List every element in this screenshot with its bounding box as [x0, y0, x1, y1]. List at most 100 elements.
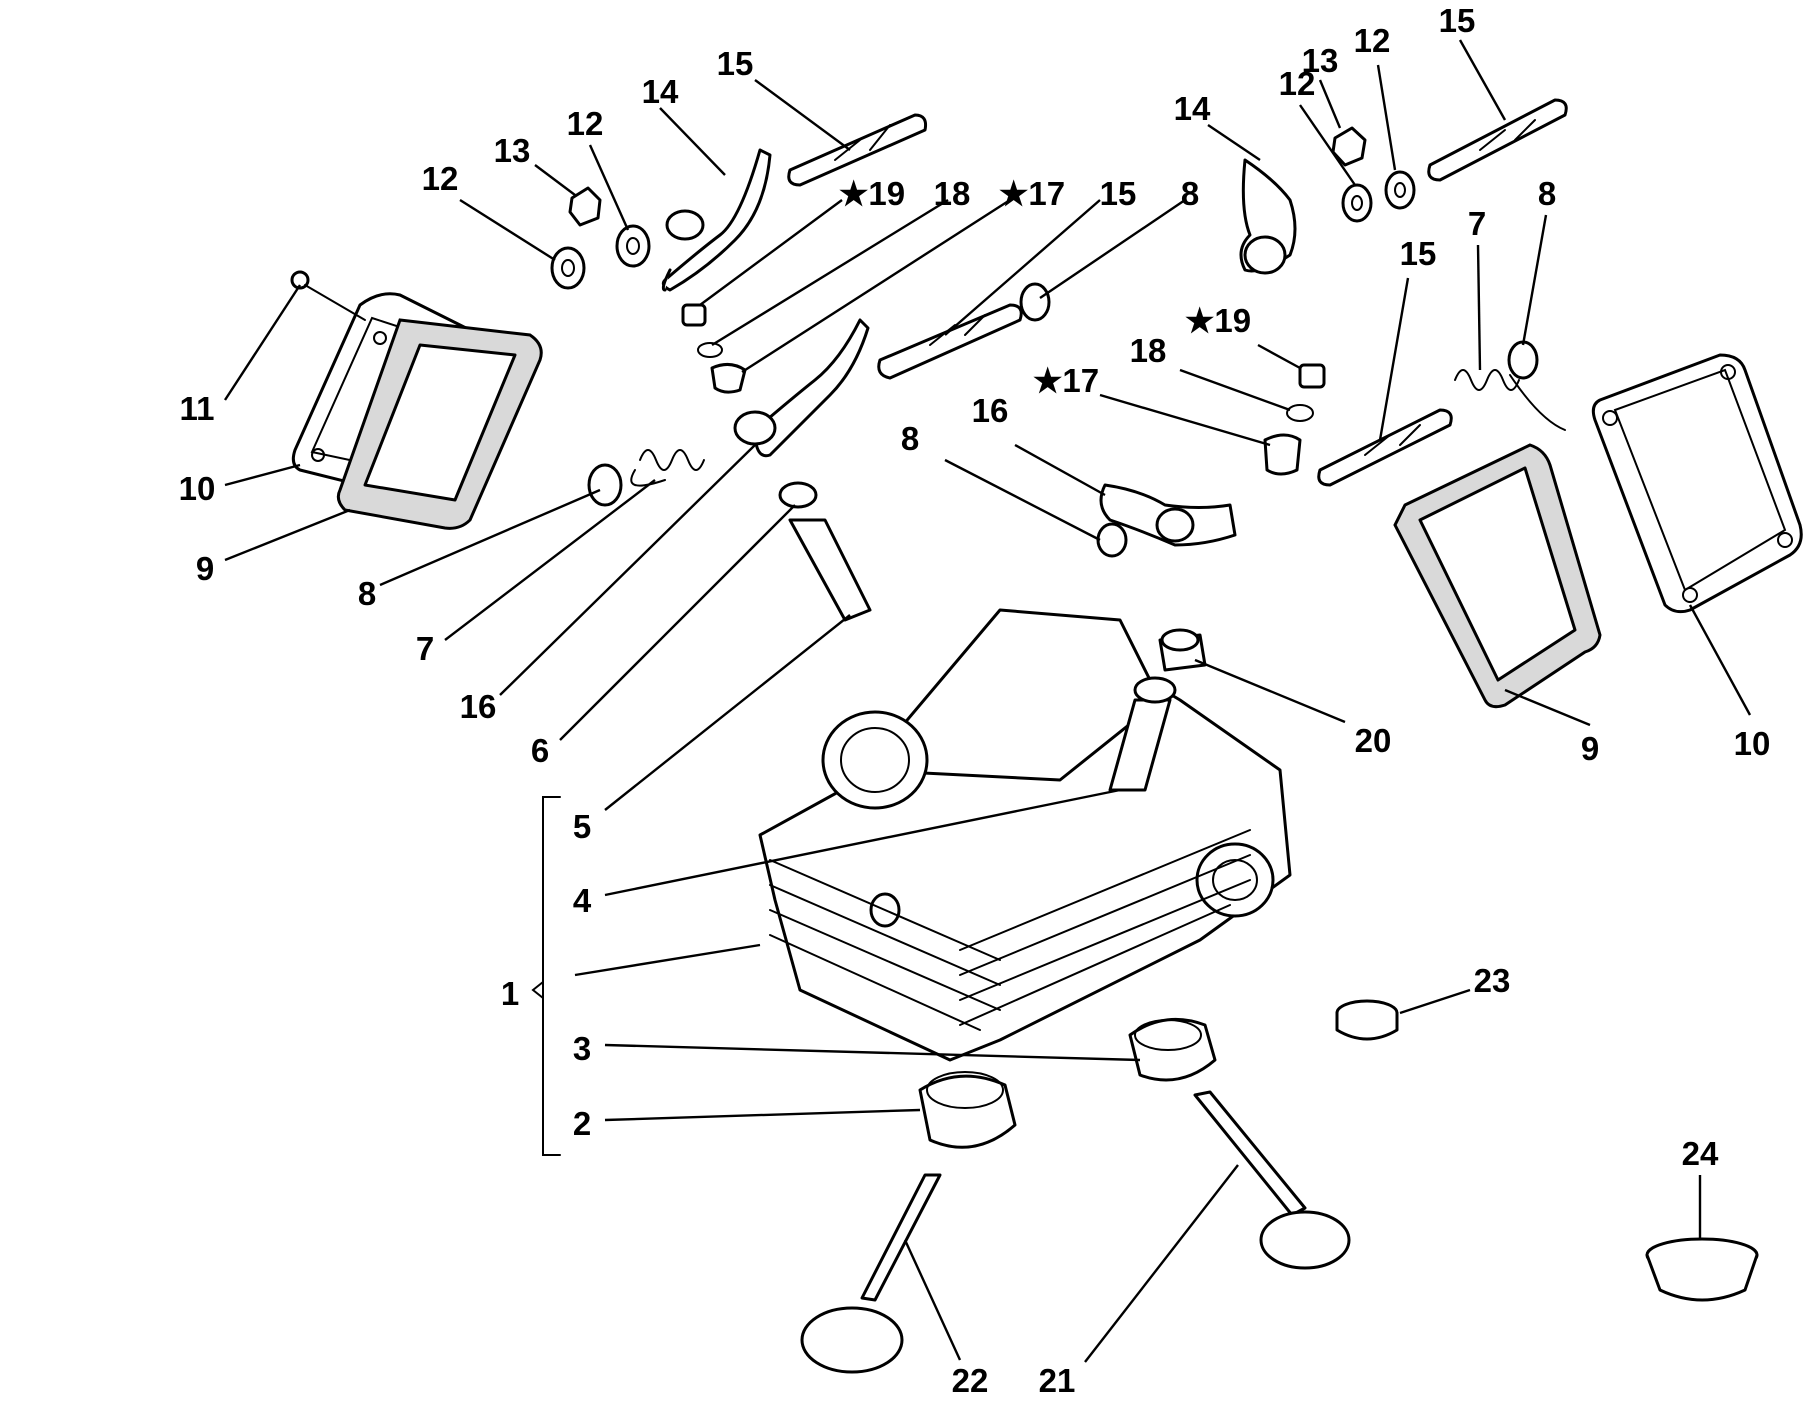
rocker-shaft-middle-right — [1317, 408, 1453, 487]
callout-12: 12 — [567, 105, 604, 142]
leader-17-a — [741, 198, 1011, 374]
leader-4 — [604, 788, 1121, 897]
parts-drawing — [290, 98, 1803, 1374]
callout-13: 13 — [494, 132, 531, 169]
valve-seat-3 — [1128, 1017, 1217, 1082]
callout-8: 8 — [1538, 175, 1556, 212]
spring-right — [1454, 340, 1566, 431]
leader-14-b — [1207, 124, 1261, 161]
callout-14: 14 — [1174, 90, 1211, 127]
adjuster-parts-left — [681, 303, 747, 394]
leader-20 — [1194, 658, 1346, 724]
leader-3 — [604, 1043, 1141, 1062]
callout-8: 8 — [358, 575, 376, 612]
callout-22: 22 — [952, 1362, 989, 1399]
leader-19-a — [699, 199, 843, 306]
callout-15: 15 — [1439, 2, 1476, 39]
rocker-arm-upper-left — [661, 148, 772, 292]
adjuster-parts-right — [1263, 363, 1326, 476]
rocker-arm-upper-right — [1239, 158, 1297, 275]
callout-17: ★17 — [999, 175, 1065, 212]
leader-19-b — [1257, 343, 1301, 370]
callout-12: 12 — [422, 160, 459, 197]
leader-1 — [574, 943, 761, 977]
leader-9-b — [1504, 688, 1591, 727]
gasket-left — [336, 318, 543, 530]
leader-10-a — [224, 463, 301, 487]
callout-labels: 12 13 12 14 15 ★19 1 8 ★17 15 8 11 10 9 8… — [179, 2, 1771, 1399]
leader-22 — [903, 1239, 962, 1361]
callout-8: 8 — [901, 420, 919, 457]
callout-15: 15 — [1400, 235, 1437, 272]
leader-lines — [223, 39, 1752, 1363]
leader-9-a — [224, 508, 351, 562]
leader-8-b — [379, 488, 601, 587]
leader-8-c — [1521, 214, 1548, 346]
leader-16-a — [499, 444, 756, 696]
washers-upper-right — [1331, 126, 1416, 223]
callout-7: 7 — [1468, 205, 1486, 242]
callout-8: 8 — [1181, 175, 1199, 212]
screw-11 — [290, 270, 366, 321]
leader-12-d — [1376, 64, 1397, 171]
leader-14-a — [659, 107, 726, 176]
rocker-arm-middle-left — [733, 318, 870, 458]
leader-12-a — [459, 198, 556, 262]
callout-20: 20 — [1355, 722, 1392, 759]
callout-4: 4 — [573, 882, 592, 919]
valve-seat-2 — [918, 1071, 1017, 1149]
leader-12-c — [1299, 104, 1356, 186]
callout-10: 10 — [179, 470, 216, 507]
callout-9: 9 — [1581, 730, 1599, 767]
callout-15: 15 — [1100, 175, 1137, 212]
callout-23: 23 — [1474, 962, 1511, 999]
callout-21: 21 — [1039, 1362, 1076, 1399]
rocker-arm-middle-right — [1096, 483, 1237, 558]
leader-18-a — [711, 198, 949, 347]
shim-23 — [1335, 999, 1399, 1041]
callout-19: ★19 — [839, 175, 905, 212]
leader-7-b — [1476, 244, 1482, 371]
callout-24: 24 — [1682, 1135, 1719, 1172]
leader-13-b — [1318, 79, 1342, 129]
leader-13-a — [534, 164, 576, 196]
cup-24 — [1645, 1237, 1759, 1302]
leader-11 — [223, 284, 302, 401]
cylinder-head — [758, 608, 1292, 1062]
valve-guide — [778, 481, 872, 622]
rocker-shaft-upper-left — [787, 113, 927, 187]
leader-10-b — [1688, 604, 1752, 716]
leader-15-b — [944, 199, 1101, 336]
rocker-shaft-upper-right — [1427, 98, 1568, 182]
callout-14: 14 — [642, 73, 679, 110]
gasket-right — [1393, 443, 1602, 709]
callout-19: ★19 — [1185, 302, 1251, 339]
leader-16-b — [1014, 443, 1106, 497]
callout-6: 6 — [531, 732, 549, 769]
callout-16: 16 — [460, 688, 497, 725]
callout-11: 11 — [180, 390, 215, 427]
callout-1: 1 — [501, 975, 519, 1012]
callout-2: 2 — [573, 1105, 591, 1142]
leader-18-b — [1179, 368, 1291, 412]
spring-left — [587, 449, 705, 507]
leader-2 — [604, 1108, 921, 1122]
leader-17-b — [1099, 393, 1271, 447]
valve-cover-right — [1591, 353, 1803, 614]
leader-8-d — [944, 458, 1101, 542]
rocker-shaft-middle-left — [877, 282, 1051, 380]
valve-21 — [1193, 1090, 1351, 1270]
callout-9: 9 — [196, 550, 214, 587]
leader-7-a — [444, 479, 656, 641]
callout-16: 16 — [972, 392, 1009, 429]
leader-6 — [559, 504, 796, 741]
valve-22 — [800, 1173, 942, 1374]
callout-15: 15 — [717, 45, 754, 82]
leader-15-d — [1378, 277, 1410, 441]
callout-12: 12 — [1279, 65, 1316, 102]
leader-12-b — [588, 144, 630, 231]
leader-5 — [604, 614, 851, 811]
leader-21 — [1084, 1164, 1239, 1363]
